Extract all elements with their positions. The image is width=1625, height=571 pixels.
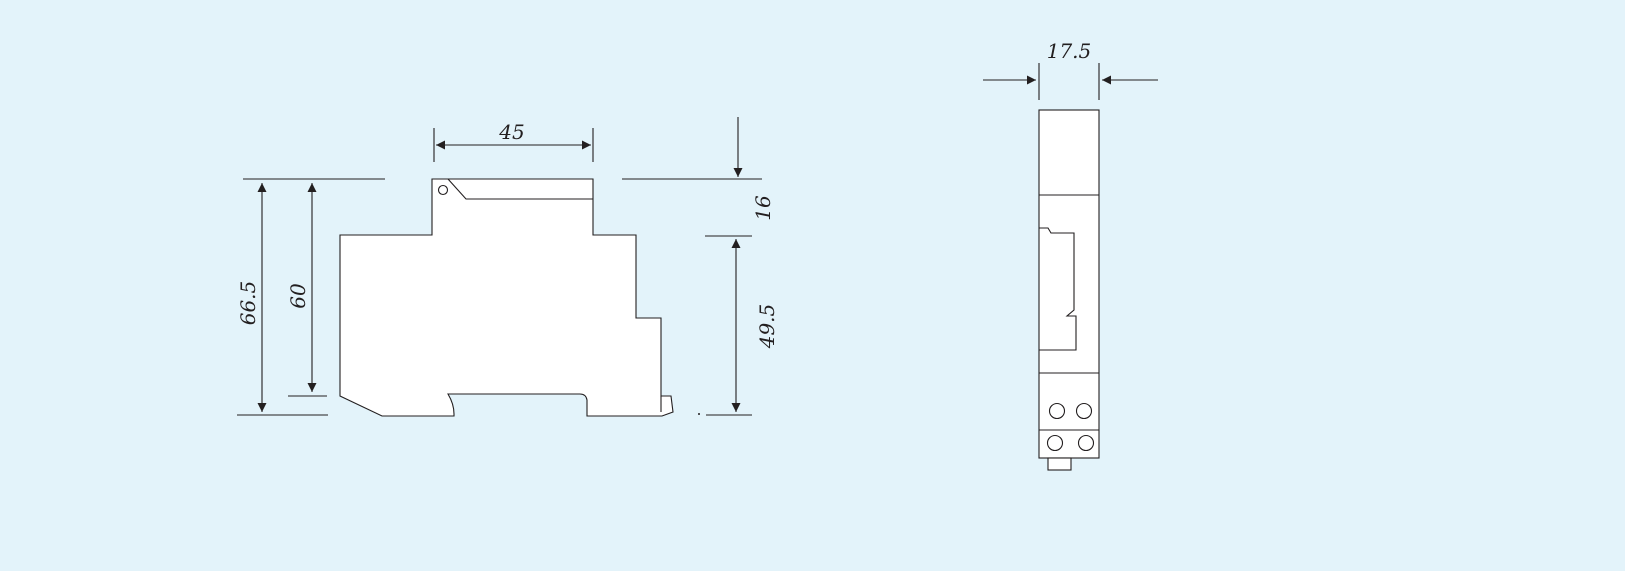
front-body: [1038, 109, 1100, 459]
dimension-top-width: 45: [433, 120, 594, 162]
side-body-outline: [339, 178, 674, 417]
side-view: [339, 178, 674, 417]
side-lever: [447, 178, 593, 200]
front-bottom-clip: [1047, 457, 1072, 471]
dimension-body-height: 60: [286, 183, 327, 397]
dimension-top-offset: 16: [622, 117, 775, 237]
label-top-offset: 16: [751, 195, 775, 221]
label-rail-height: 49.5: [755, 304, 779, 350]
label-overall-height: 66.5: [236, 281, 260, 326]
terminal-screw-icon: [1077, 434, 1095, 452]
label-module-width: 17.5: [1047, 39, 1092, 63]
terminal-screw-icon: [1048, 402, 1066, 420]
terminal-screw-icon: [1046, 434, 1064, 452]
label-body-height: 60: [286, 283, 310, 309]
side-hinge-circle: [437, 184, 449, 196]
front-handle-window: [1039, 227, 1077, 351]
front-view: [1038, 109, 1100, 471]
dimension-module-width: 17.5: [983, 39, 1158, 100]
terminal-screw-icon: [1075, 402, 1093, 420]
dimension-rail-height: 49.5: [698, 239, 779, 416]
label-top-width: 45: [498, 120, 524, 144]
dimension-overall-height: 66.5: [236, 178, 385, 416]
